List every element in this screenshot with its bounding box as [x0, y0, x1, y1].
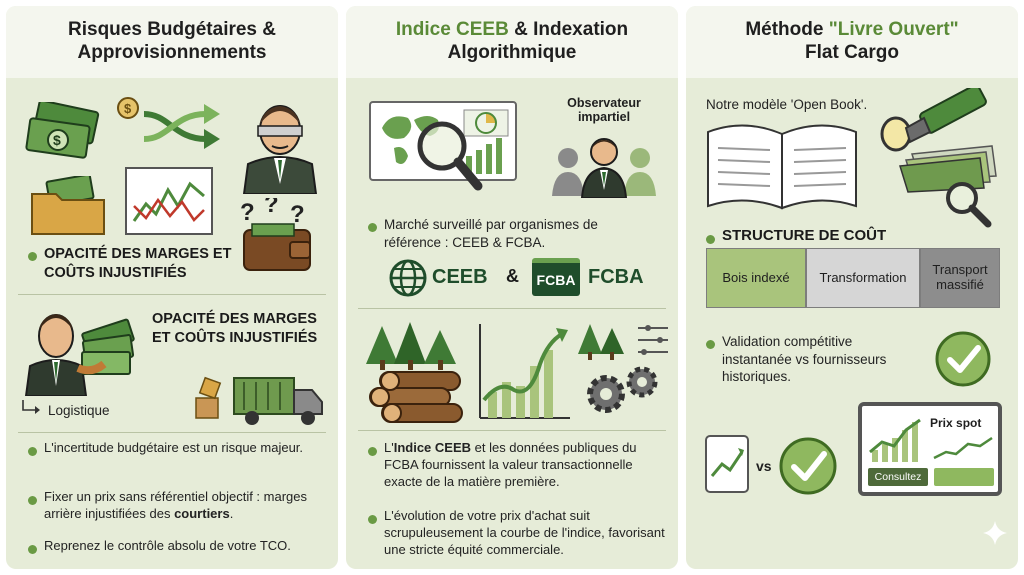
validation-text: Validation compétitive instantanée vs fo… [722, 334, 887, 385]
bullet-dot [706, 340, 715, 349]
money-stack-icon: $ [25, 102, 100, 159]
folder-money-icon [31, 176, 105, 235]
sparkle-icon [983, 521, 1007, 545]
panel-title: Méthode "Livre Ouvert"Flat Cargo [686, 6, 1018, 78]
globe-icon [389, 259, 427, 297]
panel-open-book: Méthode "Livre Ouvert"Flat Cargo Notre m… [686, 6, 1018, 569]
spot-input-bar [934, 468, 994, 486]
corner-arrow-icon [22, 400, 40, 414]
spot-price-chart [869, 418, 921, 462]
cost-structure-title: STRUCTURE DE COÛT [722, 227, 887, 244]
bullet-dot [706, 235, 715, 244]
panel-budget-risks: Risques Budgétaires & Approvisionnements… [6, 6, 338, 569]
point-price-evolution: L'évolution de votre prix d'achat suit s… [384, 508, 665, 557]
blindfolded-man-icon [242, 105, 318, 194]
point-ceeb-index: L'Indice CEEB et les données publiques d… [384, 440, 637, 489]
fcba-logo-badge: FCBA [532, 258, 580, 296]
cost-cell-transport: Transport massifié [920, 248, 1000, 308]
bullet-dot [368, 447, 377, 456]
bullet-dot [28, 496, 37, 505]
forest-gears-icon [578, 324, 668, 413]
map-magnifier-icon [369, 101, 517, 191]
bullet-dot [28, 447, 37, 456]
panel-title: Indice CEEB & Indexation Algorithmique [346, 6, 678, 78]
open-book-subtitle: Notre modèle 'Open Book'. [706, 97, 868, 112]
timber-logs-icon [366, 322, 463, 423]
consult-button[interactable]: Consultez [868, 468, 928, 486]
fcba-logo-text: FCBA [588, 266, 644, 288]
wallet-question-icon: ? ? ? [240, 198, 311, 271]
logo-ampersand: & [506, 266, 519, 286]
svg-text:$: $ [124, 101, 132, 116]
bullet-dot [368, 515, 377, 524]
businessman-cash-icon [24, 314, 135, 396]
svg-text:?: ? [264, 198, 279, 218]
logistics-label: Logistique [48, 403, 110, 418]
section-divider [18, 294, 326, 295]
cost-structure-table: Bois indexé Transformation Transport mas… [706, 248, 1000, 308]
svg-text:?: ? [290, 201, 305, 228]
vs-label: vs [756, 458, 772, 474]
bullet-dot [28, 545, 37, 554]
observer-label: Observateur impartiel [567, 96, 641, 125]
opacity-heading: OPACITÉ DES MARGES ET COÛTS INJUSTIFIÉS [152, 311, 318, 346]
volatile-chart-icon [125, 167, 213, 235]
panel-ceeb-index: Indice CEEB & Indexation Algorithmique O… [346, 6, 678, 569]
section-divider [358, 430, 666, 431]
impartial-observer-icon [552, 138, 656, 198]
open-book-icon [707, 124, 857, 210]
point-tco-control: Reprenez le contrôle absolu de votre TCO… [44, 538, 291, 553]
spot-price-label: Prix spot [930, 416, 982, 430]
cost-cell-wood: Bois indexé [706, 248, 806, 308]
check-circle-icon [779, 437, 837, 495]
bullet-dot [368, 223, 377, 232]
section-divider [358, 308, 666, 309]
ceeb-logo-text: CEEB [432, 266, 488, 288]
exchange-arrows-icon: $ [117, 97, 220, 149]
point-budget-uncertainty: L'incertitude budgétaire est un risque m… [44, 440, 304, 455]
panel-title: Risques Budgétaires & Approvisionnements [6, 6, 338, 78]
bullet-opacity-text: OPACITÉ DES MARGES ET COÛTS INJUSTIFIÉS [44, 246, 232, 281]
tablet-chart-icon [705, 435, 749, 493]
svg-text:?: ? [240, 199, 255, 226]
cost-cell-transformation: Transformation [806, 248, 920, 308]
bullet-dot [28, 252, 37, 261]
flashlight-magnifier-icon [880, 88, 997, 228]
section-divider [18, 432, 326, 433]
market-surveillance-text: Marché surveillé par organismes de référ… [384, 217, 598, 250]
point-fixed-price: Fixer un prix sans référentiel objectif … [44, 489, 307, 521]
rising-index-chart-icon [479, 324, 570, 419]
spot-price-monitor: Prix spot Consultez [858, 402, 1002, 496]
check-circle-icon [935, 331, 991, 387]
svg-text:$: $ [53, 132, 61, 148]
spot-trend-icon [933, 436, 993, 460]
delivery-truck-icon [195, 376, 323, 425]
